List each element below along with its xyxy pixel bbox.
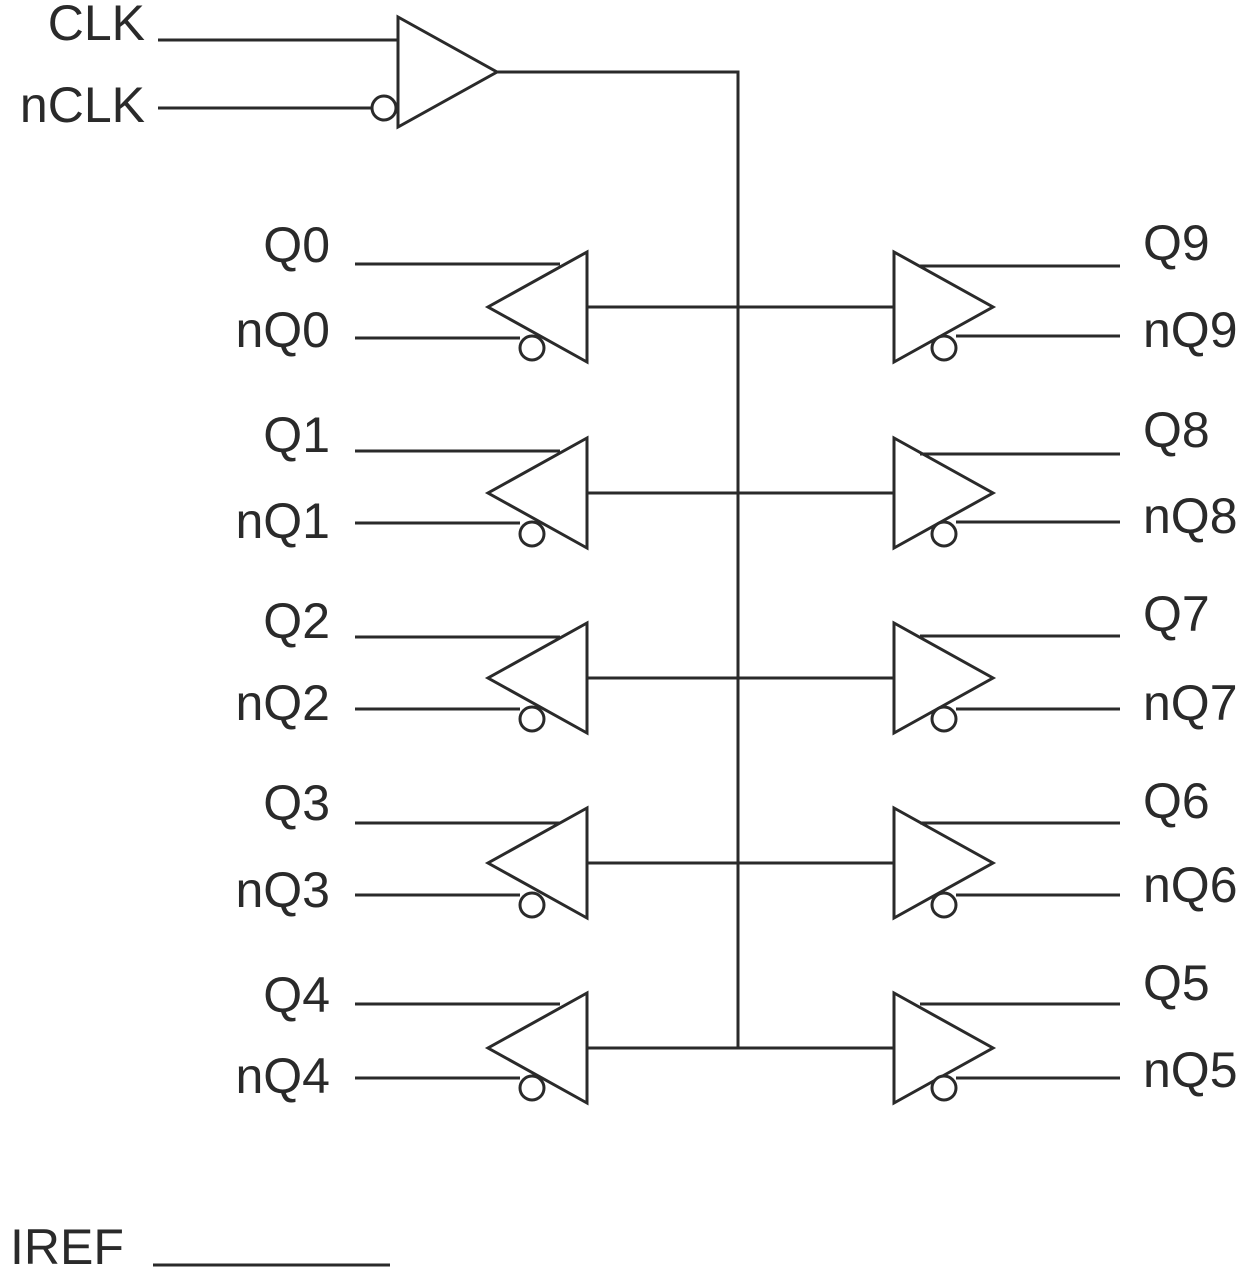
nq8-label: nQ8 bbox=[1143, 488, 1238, 544]
output-buffer-2: Q2 nQ2 bbox=[235, 593, 738, 736]
nq6-label: nQ6 bbox=[1143, 857, 1238, 913]
nq3-label: nQ3 bbox=[235, 862, 330, 918]
nq7-inversion-bubble bbox=[930, 705, 958, 733]
nq1-label: nQ1 bbox=[235, 493, 330, 549]
q3-label: Q3 bbox=[263, 775, 330, 831]
nq4-inversion-bubble bbox=[518, 1074, 546, 1102]
nq6-inversion-bubble bbox=[930, 891, 958, 919]
q5-label: Q5 bbox=[1143, 955, 1210, 1011]
iref-label: IREF bbox=[10, 1219, 124, 1270]
nq2-inversion-bubble bbox=[518, 705, 546, 733]
iref: IREF bbox=[10, 1219, 390, 1270]
output-buffer-6: Q6 nQ6 bbox=[738, 773, 1238, 921]
nq0-label: nQ0 bbox=[235, 302, 330, 358]
nq9-label: nQ9 bbox=[1143, 302, 1238, 358]
right-buffers: Q9 nQ9 Q8 nQ8 Q7 nQ7 Q6 bbox=[738, 215, 1238, 1106]
nq1-inversion-bubble bbox=[518, 520, 546, 548]
q2-label: Q2 bbox=[263, 593, 330, 649]
output-buffer-7: Q7 nQ7 bbox=[738, 586, 1238, 736]
output-buffer-1: Q1 nQ1 bbox=[235, 407, 738, 551]
output-buffer-3: Q3 nQ3 bbox=[235, 775, 738, 921]
input-buffer: CLK nCLK bbox=[20, 0, 740, 1048]
clock-distribution-wire bbox=[497, 70, 740, 1048]
nq7-label: nQ7 bbox=[1143, 675, 1238, 731]
output-buffer-0: Q0 nQ0 bbox=[235, 217, 738, 365]
buffer-9-triangle bbox=[892, 249, 997, 365]
input-buffer-triangle bbox=[396, 14, 501, 130]
nq8-inversion-bubble bbox=[930, 520, 958, 548]
output-buffer-8: Q8 nQ8 bbox=[738, 402, 1238, 551]
q9-label: Q9 bbox=[1143, 215, 1210, 271]
nq5-inversion-bubble bbox=[930, 1074, 958, 1102]
nq3-inversion-bubble bbox=[518, 891, 546, 919]
nq9-inversion-bubble bbox=[930, 334, 958, 362]
q7-label: Q7 bbox=[1143, 586, 1210, 642]
left-buffers: Q0 nQ0 Q1 nQ1 Q2 nQ2 Q3 bbox=[235, 217, 738, 1106]
nq2-label: nQ2 bbox=[235, 675, 330, 731]
buffer-8-triangle bbox=[892, 435, 997, 551]
nq5-label: nQ5 bbox=[1143, 1042, 1238, 1098]
q4-label: Q4 bbox=[263, 967, 330, 1023]
nclk-inversion-bubble bbox=[370, 94, 398, 122]
buffer-7-triangle bbox=[892, 620, 997, 736]
nq0-inversion-bubble bbox=[518, 334, 546, 362]
buffer-6-triangle bbox=[892, 805, 997, 921]
output-buffer-9: Q9 nQ9 bbox=[738, 215, 1238, 365]
q1-label: Q1 bbox=[263, 407, 330, 463]
q6-label: Q6 bbox=[1143, 773, 1210, 829]
output-buffer-4: Q4 nQ4 bbox=[235, 967, 738, 1106]
q8-label: Q8 bbox=[1143, 402, 1210, 458]
output-buffer-5: Q5 nQ5 bbox=[738, 955, 1238, 1106]
q0-label: Q0 bbox=[263, 217, 330, 273]
nclk-label: nCLK bbox=[20, 77, 145, 133]
clk-label: CLK bbox=[48, 0, 145, 51]
nq4-label: nQ4 bbox=[235, 1048, 330, 1104]
